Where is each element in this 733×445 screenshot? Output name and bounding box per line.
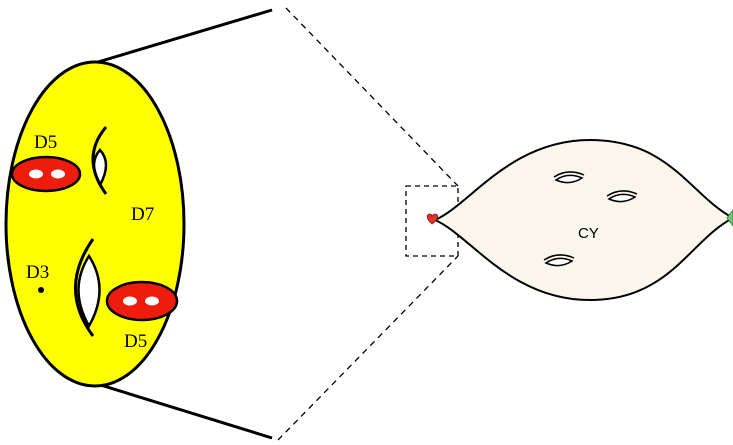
cy-handle-1 xyxy=(553,171,585,184)
d5-brane-bottom-hole-left xyxy=(123,296,137,306)
d5-brane-top xyxy=(10,155,82,193)
d5-brane-bottom-hole-right xyxy=(145,296,159,306)
cy-handle-2 xyxy=(606,190,638,203)
zoom-box xyxy=(405,185,459,257)
label-d5-top: D5 xyxy=(34,132,57,153)
d7-disk xyxy=(4,60,186,388)
handle-arc-top xyxy=(91,126,108,195)
label-d3: D3 xyxy=(26,262,49,283)
cone-line-bottom-solid xyxy=(77,376,273,440)
zoom-line-top-dashed xyxy=(285,7,459,187)
heart-icon xyxy=(426,213,439,225)
handle-arc-bottom xyxy=(74,238,95,337)
d5-brane-top-hole-right xyxy=(51,169,65,179)
green-node-icon xyxy=(726,209,733,227)
label-cy: CY xyxy=(578,225,599,242)
d5-brane-top-hole-left xyxy=(29,169,43,179)
handle-hole-bottom xyxy=(77,253,101,329)
cone-line-top-solid xyxy=(77,8,273,70)
label-d7: D7 xyxy=(131,204,154,225)
label-d5-bottom: D5 xyxy=(124,331,147,352)
cy-manifold xyxy=(432,138,733,302)
cy-handle-3 xyxy=(543,254,575,267)
zoom-line-bottom-dashed xyxy=(277,255,459,441)
d5-brane-bottom xyxy=(105,280,179,322)
d3-point xyxy=(38,287,44,293)
